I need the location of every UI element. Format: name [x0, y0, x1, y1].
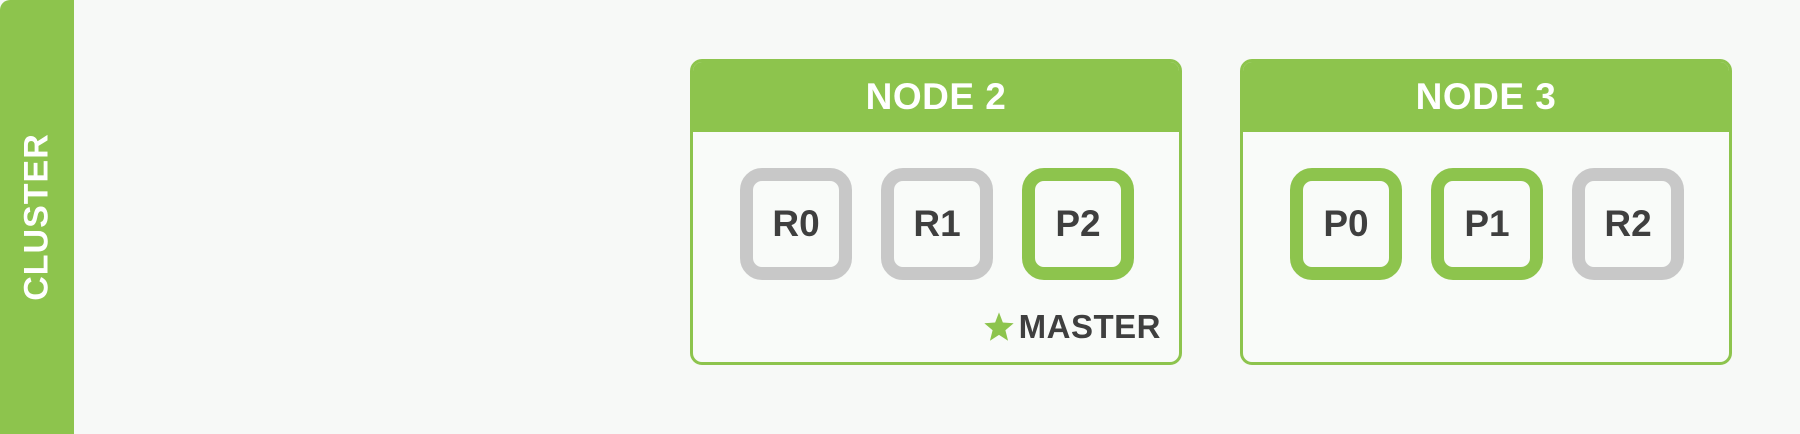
node-header: NODE 3 [1243, 62, 1729, 132]
shard-primary-p1: P1 [1431, 168, 1543, 280]
shard-primary-p0: P0 [1290, 168, 1402, 280]
master-indicator: MASTER [983, 308, 1161, 346]
node-title: NODE 2 [865, 76, 1007, 117]
node-header: NODE 2 [693, 62, 1179, 132]
shard-replica-r2: R2 [1572, 168, 1684, 280]
shard-replica-r0: R0 [740, 168, 852, 280]
cluster-label: CLUSTER [17, 133, 56, 301]
node-3-box: NODE 3 P0 P1 R2 [1240, 59, 1732, 365]
cluster-bar: CLUSTER [0, 0, 74, 434]
star-icon [983, 312, 1014, 341]
node-2-box: NODE 2 R0 R1 P2 MASTER [690, 59, 1182, 365]
node-title: NODE 3 [1415, 76, 1557, 117]
shard-replica-r1: R1 [881, 168, 993, 280]
shard-primary-p2: P2 [1022, 168, 1134, 280]
master-label: MASTER [1018, 308, 1161, 345]
